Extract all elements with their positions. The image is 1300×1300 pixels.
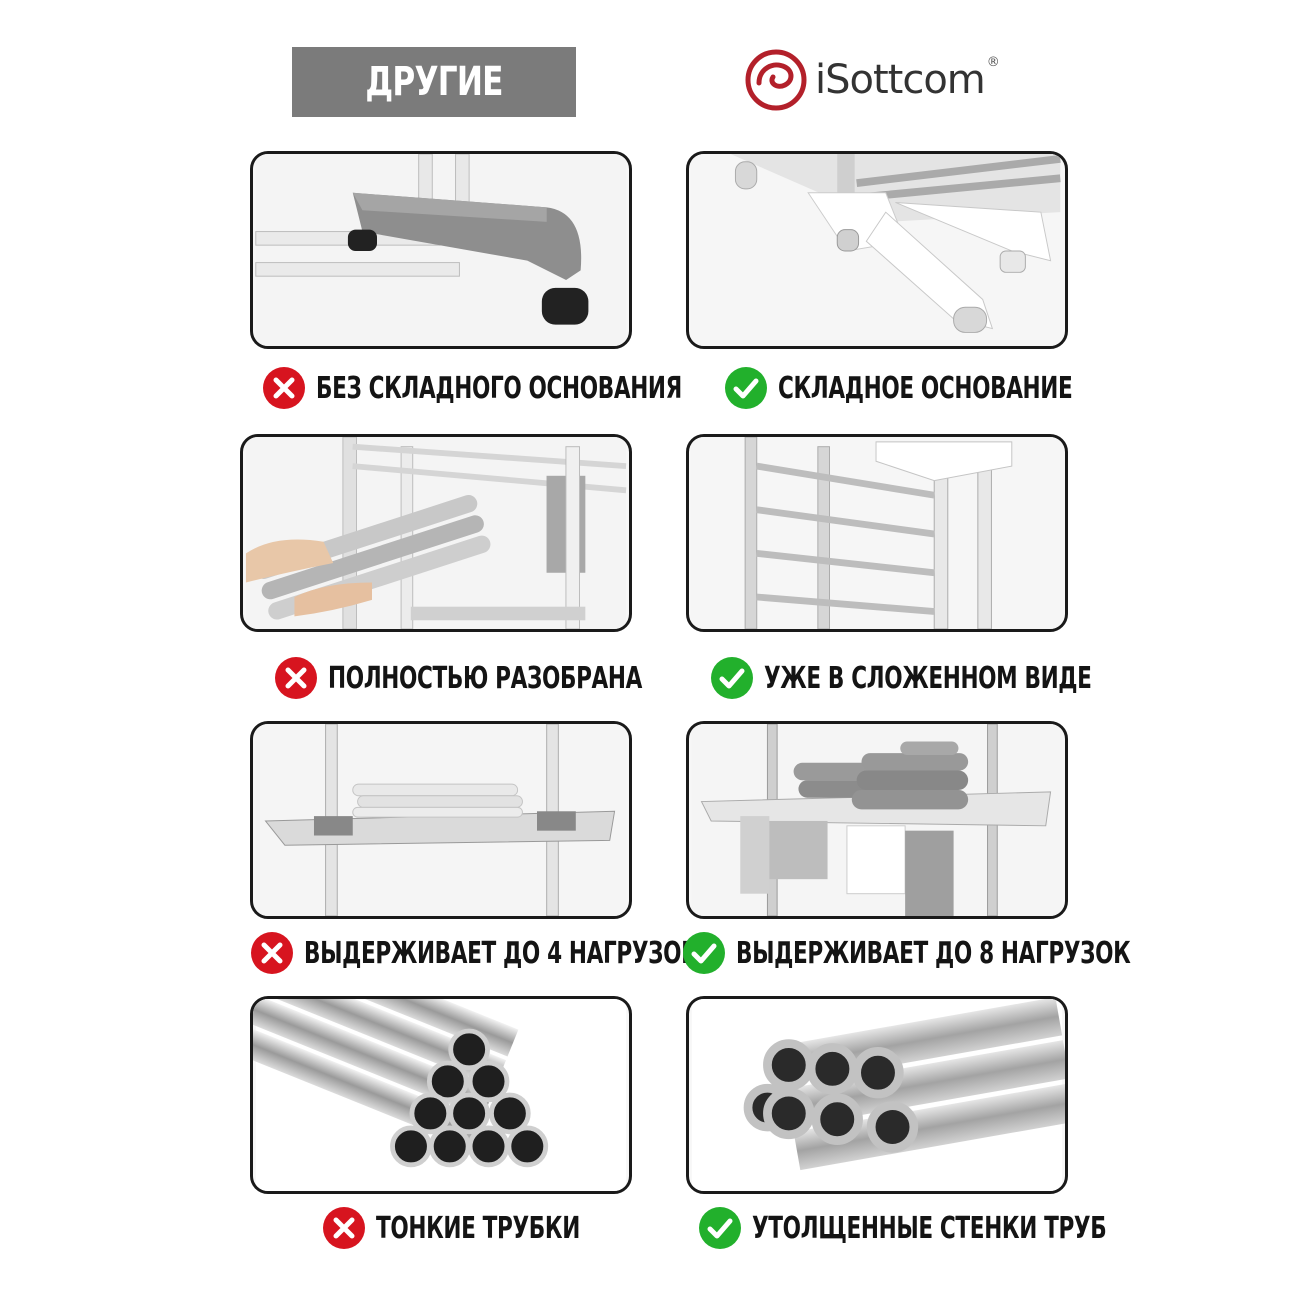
caption-text: СКЛАДНОЕ ОСНОВАНИЕ	[778, 370, 1073, 406]
caption-text: ПОЛНОСТЬЮ РАЗОБРАНА	[328, 660, 642, 696]
caption-no-folding-base: БЕЗ СКЛАДНОГО ОСНОВАНИЯ	[262, 366, 824, 410]
brand-name: iSottcom	[815, 57, 986, 103]
caption-text: БЕЗ СКЛАДНОГО ОСНОВАНИЯ	[316, 370, 682, 406]
caption-text: ТОНКИЕ ТРУБКИ	[376, 1210, 580, 1246]
shelf-4-loads-illustration	[255, 724, 627, 916]
shelf-8-loads-illustration	[691, 724, 1063, 916]
registered-mark: ®	[986, 54, 1000, 70]
thin-tubes-illustration	[253, 999, 627, 1191]
photo-base-folding	[686, 151, 1068, 349]
caption-folding-base: СКЛАДНОЕ ОСНОВАНИЕ	[724, 366, 1187, 410]
caption-holds-8-loads: ВЫДЕРЖИВАЕТ ДО 8 НАГРУЗОК	[682, 931, 1284, 975]
caption-fully-disassembled: ПОЛНОСТЬЮ РАЗОБРАНА	[274, 656, 764, 700]
thick-tubes-illustration	[691, 999, 1065, 1191]
photo-shelf-4-loads	[250, 721, 632, 919]
caption-thick-walled-tubes: УТОЛЩЕННЫЕ СТЕНКИ ТРУБ	[698, 1206, 1244, 1250]
cross-icon	[275, 657, 317, 699]
folding-base-illustration	[691, 154, 1063, 346]
photo-thick-walled-tubes	[686, 996, 1068, 1194]
caption-text: УЖЕ В СЛОЖЕННОМ ВИДЕ	[764, 660, 1092, 696]
cross-icon	[251, 932, 293, 974]
check-icon	[683, 932, 725, 974]
caption-already-folded: УЖЕ В СЛОЖЕННОМ ВИДЕ	[710, 656, 1219, 700]
caption-thin-tubes: ТОНКИЕ ТРУБКИ	[322, 1206, 659, 1250]
photo-thin-tubes	[250, 996, 632, 1194]
fixed-base-illustration	[255, 154, 627, 346]
check-icon	[725, 367, 767, 409]
disassembled-illustration	[245, 437, 627, 629]
cross-icon	[323, 1207, 365, 1249]
caption-holds-4-loads: ВЫДЕРЖИВАЕТ ДО 4 НАГРУЗОК	[250, 931, 852, 975]
caption-text: ВЫДЕРЖИВАЕТ ДО 4 НАГРУЗОК	[304, 935, 699, 971]
caption-text: УТОЛЩЕННЫЕ СТЕНКИ ТРУБ	[752, 1210, 1107, 1246]
pre-folded-illustration	[691, 437, 1063, 629]
cross-icon	[263, 367, 305, 409]
brand-logo-icon	[745, 49, 807, 111]
competitors-label: ДРУГИЕ	[292, 47, 576, 117]
photo-base-fixed	[250, 151, 632, 349]
check-icon	[699, 1207, 741, 1249]
photo-shelf-8-loads	[686, 721, 1068, 919]
photo-pre-folded	[686, 434, 1068, 632]
caption-text: ВЫДЕРЖИВАЕТ ДО 8 НАГРУЗОК	[736, 935, 1131, 971]
brand-logo-block: iSottcom ®	[745, 48, 1000, 112]
check-icon	[711, 657, 753, 699]
photo-disassembled	[240, 434, 632, 632]
competitors-label-text: ДРУГИЕ	[365, 59, 503, 105]
